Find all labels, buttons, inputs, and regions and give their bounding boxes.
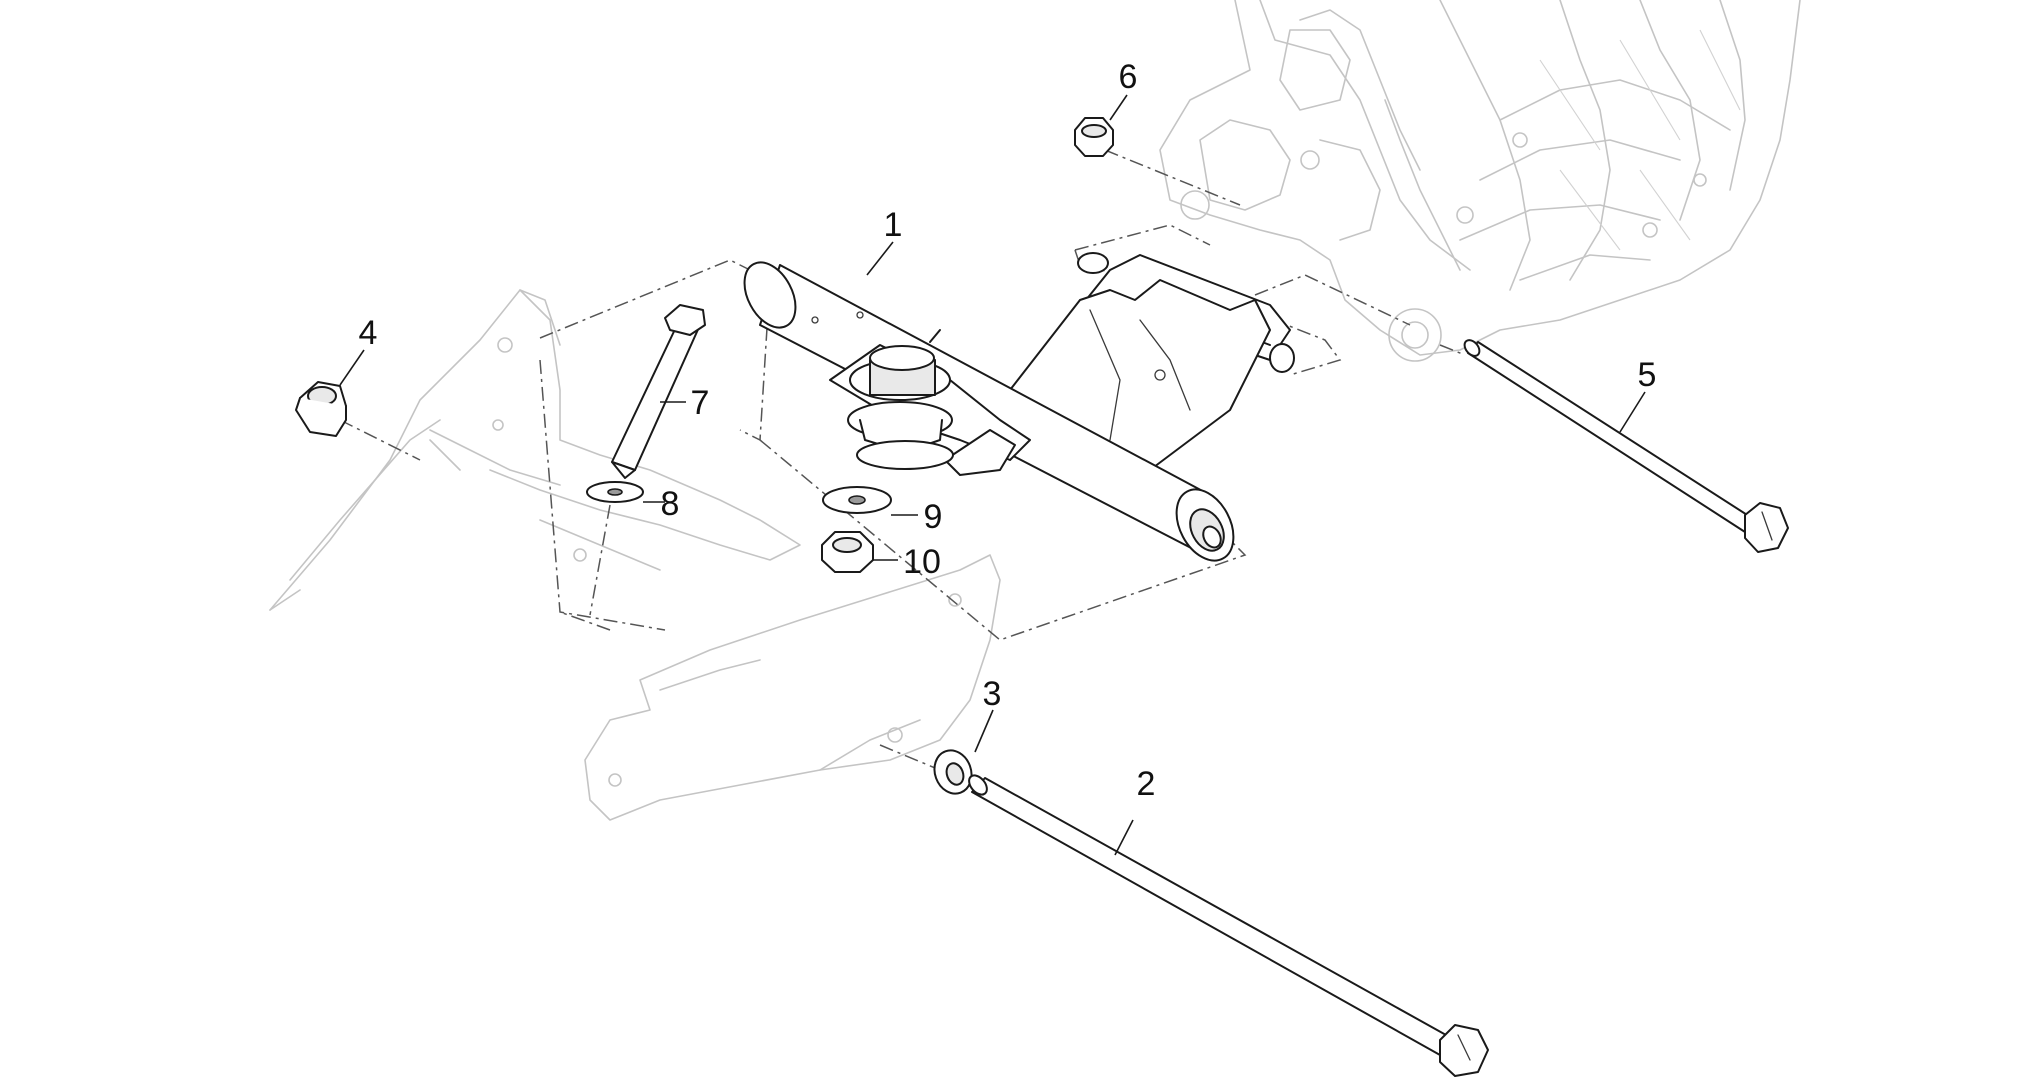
washer-8	[586, 481, 644, 503]
swingarm-assembly	[743, 252, 1295, 562]
callout-1: 1	[884, 206, 903, 244]
callout-9: 9	[924, 498, 943, 536]
bolt-5	[1463, 339, 1789, 553]
callout-2: 2	[1137, 765, 1156, 803]
callout-6: 6	[1119, 58, 1138, 96]
callout-8: 8	[661, 485, 680, 523]
callout-leaders	[339, 94, 1646, 856]
callout-10: 10	[903, 543, 941, 581]
bolt-7	[611, 304, 706, 479]
bolt-2	[968, 774, 1489, 1077]
washer-9	[822, 486, 892, 514]
callout-7: 7	[691, 384, 710, 422]
callout-4: 4	[359, 314, 378, 352]
washer-3	[933, 749, 973, 795]
nut-10	[821, 531, 874, 573]
callout-labels: 1 2 3 4 5 6 7 8 9 10	[359, 58, 1657, 803]
callout-5: 5	[1638, 356, 1657, 394]
frame-bracket-ghost	[269, 289, 801, 611]
callout-3: 3	[983, 675, 1002, 713]
nut-6	[1074, 117, 1114, 157]
nut-4	[295, 381, 347, 437]
engine-crankcase-ghost	[1159, 0, 1801, 362]
lower-bracket-plate-ghost	[584, 554, 1001, 821]
